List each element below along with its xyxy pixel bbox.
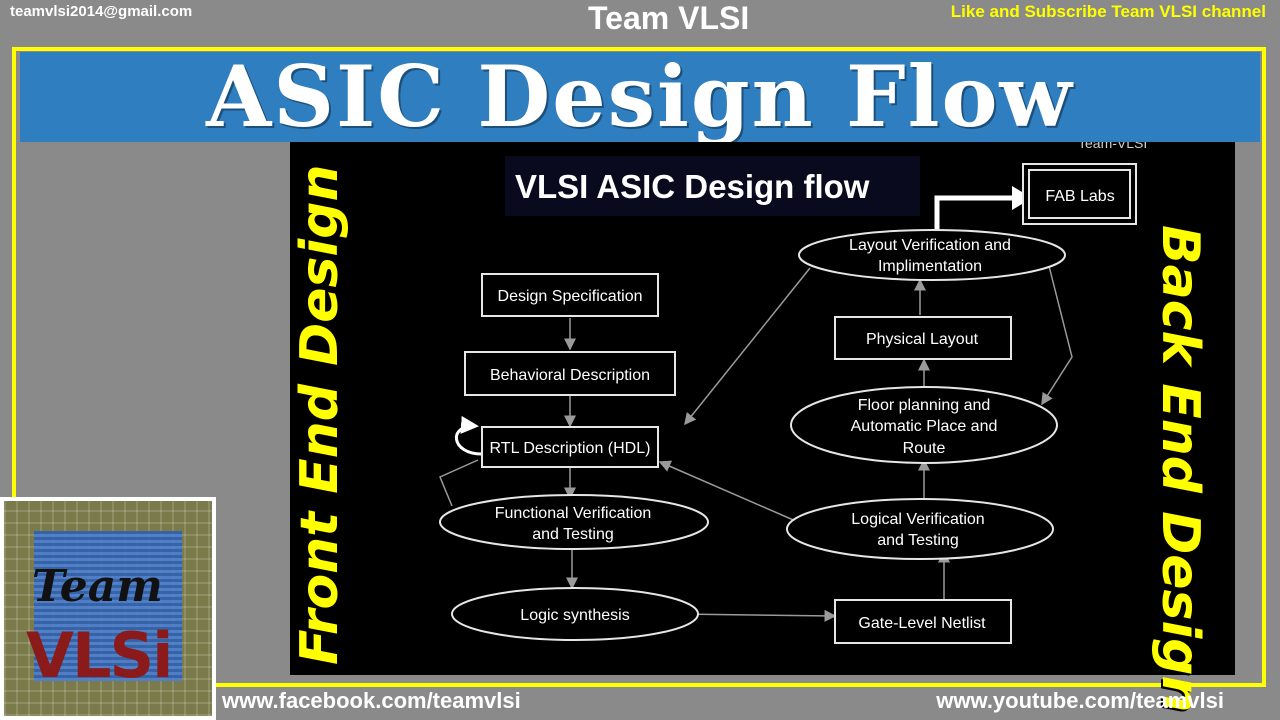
brand-title: Team VLSI <box>588 0 750 36</box>
diagram-watermark: Team-VLSI <box>1078 142 1147 151</box>
label-floor-3: Route <box>903 440 946 457</box>
diagram-title-box <box>505 156 920 216</box>
label-floor-2: Automatic Place and <box>851 418 998 435</box>
back-end-label: Back End Design <box>1150 225 1210 713</box>
logo-team-text: Team <box>32 561 163 612</box>
logo-vlsi-text: VLSi <box>26 619 173 692</box>
diagram-title: VLSI ASIC Design flow <box>515 168 870 205</box>
title-banner: ASIC Design Flow <box>20 52 1260 142</box>
node-design-spec <box>481 273 659 317</box>
label-behav: Behavioral Description <box>490 367 650 384</box>
node-functional-verification <box>439 494 709 550</box>
subscribe-text: Like and Subscribe Team VLSI channel <box>950 2 1266 21</box>
node-logic-synthesis <box>451 587 699 641</box>
label-func-2: and Testing <box>532 526 614 543</box>
top-bar: teamvlsi2014@gmail.com Team VLSI Like an… <box>0 0 1280 44</box>
node-fab-labs-inner <box>1028 169 1131 219</box>
node-logical-verification <box>786 498 1054 560</box>
label-spec: Design Specification <box>498 288 643 305</box>
node-fab-labs <box>1022 163 1137 225</box>
loop-arrow-icon <box>455 415 483 456</box>
arrow-layv-floor <box>1041 261 1073 406</box>
team-vlsi-logo: Team VLSi <box>0 497 216 720</box>
arrow-logv-rtl <box>658 460 799 523</box>
contact-email: teamvlsi2014@gmail.com <box>10 3 193 20</box>
label-synth: Logic synthesis <box>520 607 629 624</box>
youtube-link[interactable]: www.youtube.com/teamvlsi <box>936 688 1224 713</box>
label-layv-2: Implimentation <box>878 258 982 275</box>
node-rtl-desc <box>481 426 659 468</box>
label-logv-2: and Testing <box>877 532 959 549</box>
node-physical-layout <box>834 316 1012 360</box>
label-func-1: Functional Verification <box>495 505 652 522</box>
arrow-layv-rtl <box>684 267 811 426</box>
label-phys: Physical Layout <box>866 331 979 348</box>
node-behavioral-desc <box>464 351 676 396</box>
diagram-panel <box>290 142 1235 675</box>
label-logv-1: Logical Verification <box>851 511 984 528</box>
node-gate-netlist <box>834 599 1012 644</box>
label-floor-1: Floor planning and <box>858 397 991 414</box>
node-floor-planning <box>790 386 1058 464</box>
chip-image: Team VLSi <box>4 501 212 716</box>
label-layv-1: Layout Verification and <box>849 237 1011 254</box>
node-layout-verification <box>798 229 1066 281</box>
arrow-to-fab <box>934 195 1015 232</box>
label-rtl: RTL Description (HDL) <box>490 440 651 457</box>
flow-diagram: Team-VLSI VLSI ASIC Design flow <box>439 142 1147 644</box>
arrow-synth-gate <box>677 609 837 622</box>
arrow-func-rtl-loop <box>439 459 479 507</box>
label-gate: Gate-Level Netlist <box>858 615 986 632</box>
label-fab: FAB Labs <box>1045 188 1114 205</box>
banner-title: ASIC Design Flow <box>206 47 1074 146</box>
facebook-link[interactable]: www.facebook.com/teamvlsi <box>222 688 521 713</box>
chip-core <box>34 531 182 681</box>
front-end-label: Front End Design <box>290 164 350 665</box>
